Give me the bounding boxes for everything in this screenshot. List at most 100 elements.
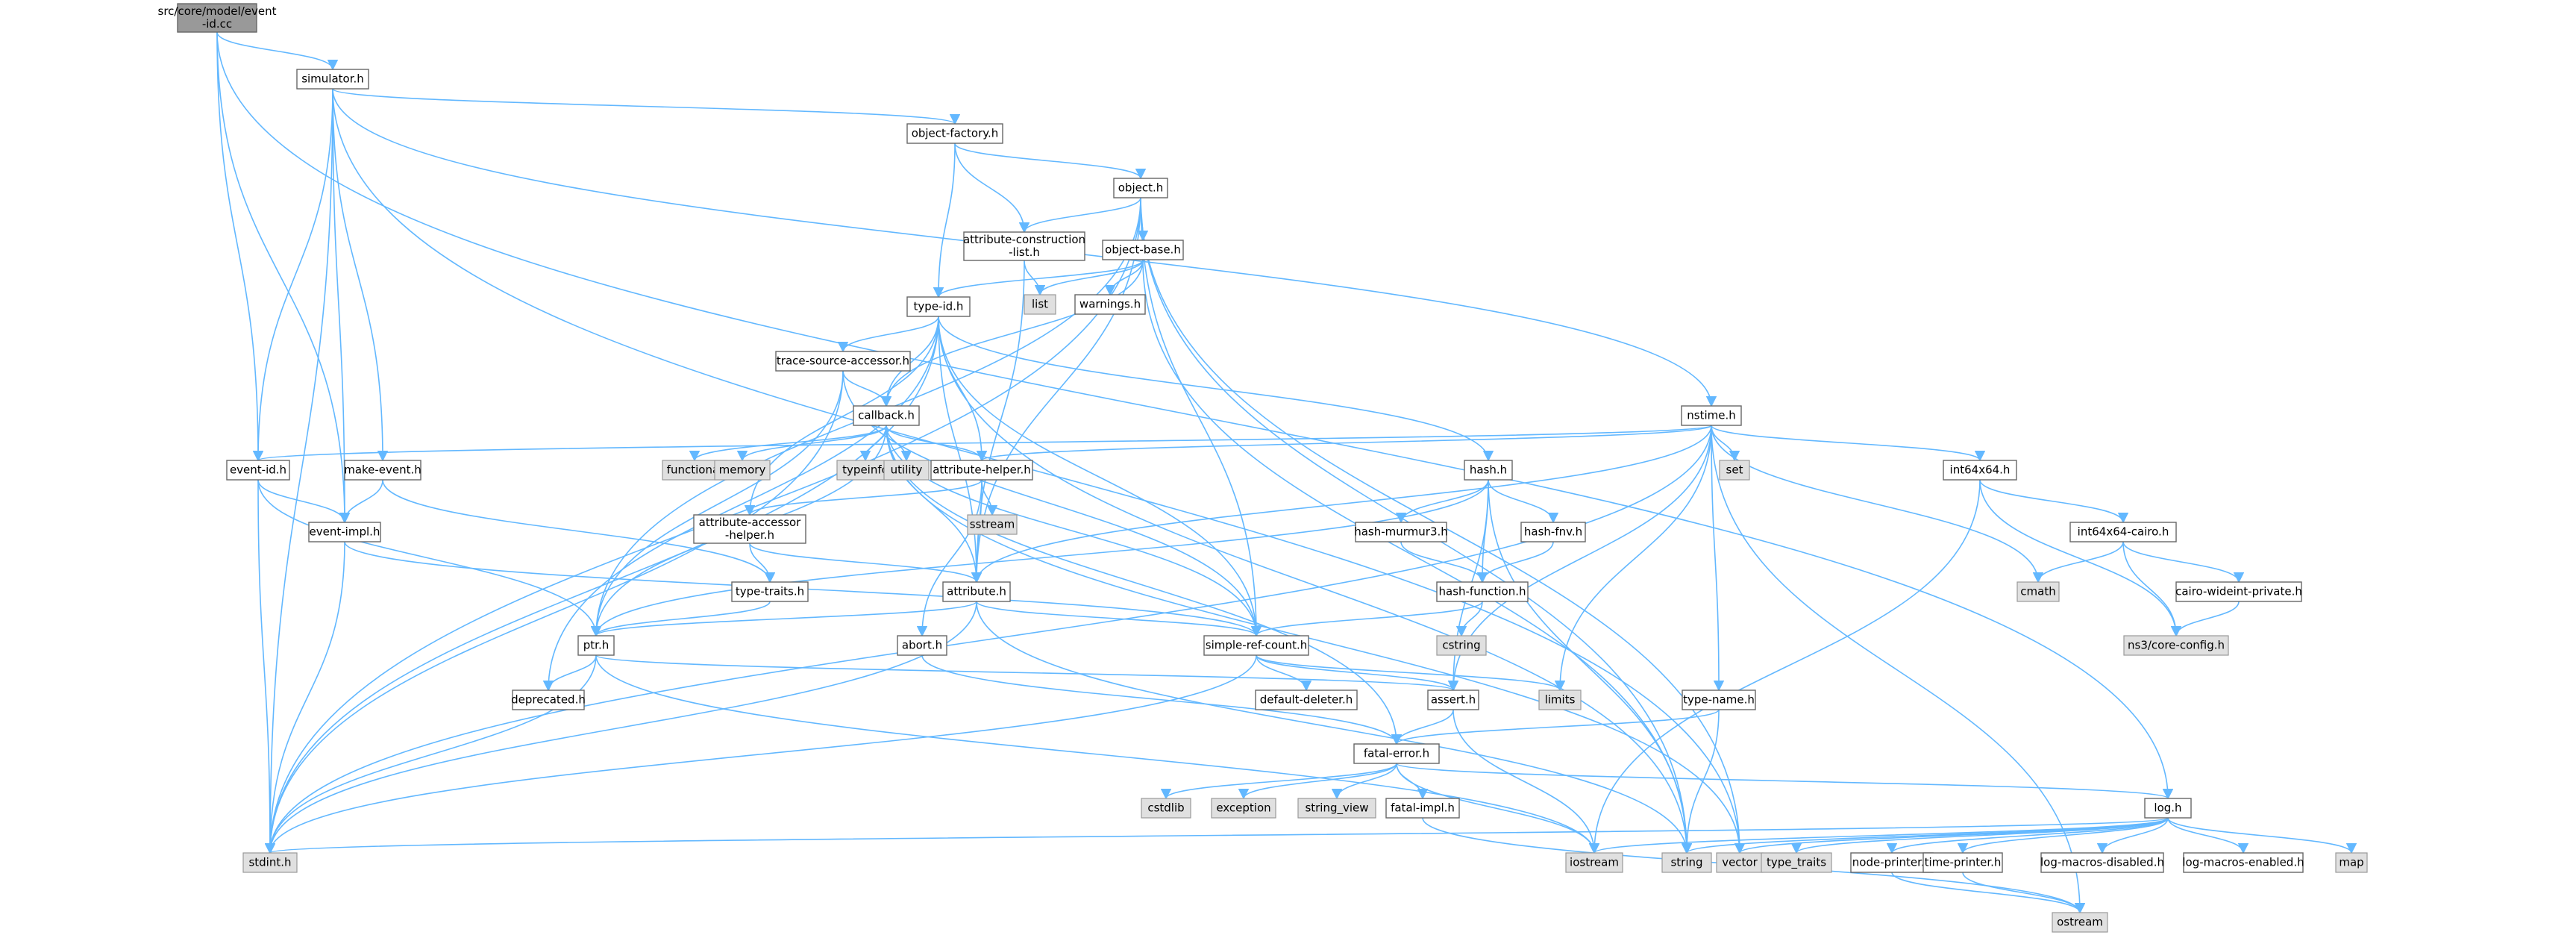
node-label: ns3/core-config.h [2128,639,2225,652]
node-attrhelper[interactable]: attribute-helper.h [930,460,1033,481]
node-label: type-id.h [914,300,964,313]
node-label: log.h [2154,801,2181,815]
node-cstring: cstring [1436,635,1487,656]
node-int64cairo[interactable]: int64x64-cairo.h [2069,522,2177,542]
edge-log-to-logdisabled [2096,817,2169,854]
edge-simulator-to-eventid [252,88,333,462]
node-objectbase[interactable]: object-base.h [1102,240,1184,260]
node-box [1297,798,1376,819]
edge-tracesrc-to-callback [842,370,892,407]
node-cstdlib: cstdlib [1141,798,1191,819]
node-logenabled[interactable]: log-macros-enabled.h [2182,852,2304,873]
edge-typename-to-string [1681,709,1720,854]
node-hashfunction[interactable]: hash-function.h [1436,581,1529,602]
node-box [930,460,1033,481]
node-box [1520,522,1586,542]
node-label: simulator.h [301,72,364,86]
node-timeprinter[interactable]: time-printer.h [1922,852,2003,873]
node-label: iostream [1570,856,1619,869]
node-box [177,3,257,33]
edge-int64cairo-to-cmath [2032,541,2124,584]
edge-typeid-to-attrhelper [938,316,988,462]
edge-typeid-to-callback [880,316,939,407]
node-typename[interactable]: type-name.h [1682,689,1756,710]
node-box [1385,798,1460,819]
node-deprecated[interactable]: deprecated.h [511,689,586,710]
node-warnings[interactable]: warnings.h [1074,294,1146,315]
node-typeid[interactable]: type-id.h [906,296,971,317]
node-label: cstring [1442,639,1480,652]
node-cairowide[interactable]: cairo-wideint-private.h [2175,581,2302,602]
node-nodeprinter[interactable]: node-printer.h [1850,852,1934,873]
edge-hashmurmur-to-hashfunction [1400,541,1488,584]
node-log[interactable]: log.h [2144,798,2192,819]
node-label: hash-fnv.h [1524,525,1582,539]
node-object[interactable]: object.h [1113,178,1168,198]
edge-simulator-to-makeevent [332,88,389,462]
node-fatalimpl[interactable]: fatal-impl.h [1385,798,1460,819]
node-nstime[interactable]: nstime.h [1681,405,1742,426]
node-attracc[interactable]: attribute-accessor-helper.h [693,514,806,544]
node-int64x64[interactable]: int64x64.h [1943,460,2017,481]
node-string: string [1661,852,1712,873]
node-box [853,405,920,426]
node-abort[interactable]: abort.h [897,635,947,656]
edge-simplerefcount-to-stdint [264,654,1257,854]
node-label: list [1032,298,1048,311]
edge-ptr-to-assert [595,654,1458,692]
node-makeevent[interactable]: make-event.h [344,460,422,481]
node-box [1565,852,1623,873]
node-box [1113,178,1168,198]
node-eventimpl[interactable]: event-impl.h [308,522,381,542]
node-label: memory [719,463,766,477]
node-root[interactable]: src/core/model/event-id.cc [158,3,277,33]
node-tracesrc[interactable]: trace-source-accessor.h [775,351,911,372]
node-label: abort.h [902,639,942,652]
node-label: -id.cc [202,17,232,31]
node-typetraits_h[interactable]: type-traits.h [731,581,809,602]
node-attrconst[interactable]: attribute-construction-list.h [963,231,1085,261]
node-simplerefcount[interactable]: simple-ref-count.h [1203,635,1309,656]
edge-abort-to-fatalerror [921,654,1403,745]
node-label: fatal-impl.h [1391,801,1455,815]
node-label: object.h [1118,181,1164,195]
node-callback[interactable]: callback.h [853,405,920,426]
node-type_traits: type_traits [1761,852,1832,873]
node-box [1141,798,1191,819]
edge-log-to-stdint [266,817,2169,854]
node-label: node-printer.h [1852,856,1931,869]
node-ptr[interactable]: ptr.h [577,635,615,656]
edge-nstime-to-ostream [1711,425,2086,914]
edge-nodeprinter-to-ostream [1891,872,2086,914]
edge-typeid-to-string [938,316,1693,854]
node-label: type-traits.h [736,585,804,598]
node-fatalerror[interactable]: fatal-error.h [1353,743,1440,764]
node-label: assert.h [1431,693,1476,707]
node-box [296,69,369,90]
node-label: utility [891,463,923,477]
edge-root-to-log [216,31,2174,800]
node-label: string [1670,856,1702,869]
edge-hashfnv-to-hashfunction [1476,541,1554,584]
node-simulator[interactable]: simulator.h [296,69,369,90]
node-logdisabled[interactable]: log-macros-disabled.h [2040,852,2164,873]
edge-tracesrc-to-ptr [590,370,844,637]
node-objectfactory[interactable]: object-factory.h [906,123,1003,144]
edge-typetraits_h-to-ptr [590,601,771,637]
node-hashfnv[interactable]: hash-fnv.h [1520,522,1586,542]
node-eventid[interactable]: event-id.h [226,460,290,481]
node-assert[interactable]: assert.h [1427,689,1479,710]
edge-fatalerror-to-log [1396,763,2173,800]
edge-attribute-to-string [976,601,1693,854]
node-hash[interactable]: hash.h [1464,460,1513,481]
node-hashmurmur[interactable]: hash-murmur3.h [1354,522,1448,542]
node-defaultdeleter[interactable]: default-deleter.h [1255,689,1358,710]
node-attribute[interactable]: attribute.h [942,581,1011,602]
node-label: type_traits [1767,856,1826,870]
edge-timeprinter-to-ostream [1962,872,2086,914]
edge-log-to-type_traits [1791,817,2169,854]
node-box [2335,852,2368,873]
edge-objectfactory-to-attrconst [954,143,1030,234]
node-label: make-event.h [344,463,422,477]
edge-cairowide-to-coreconfig [2170,601,2240,637]
